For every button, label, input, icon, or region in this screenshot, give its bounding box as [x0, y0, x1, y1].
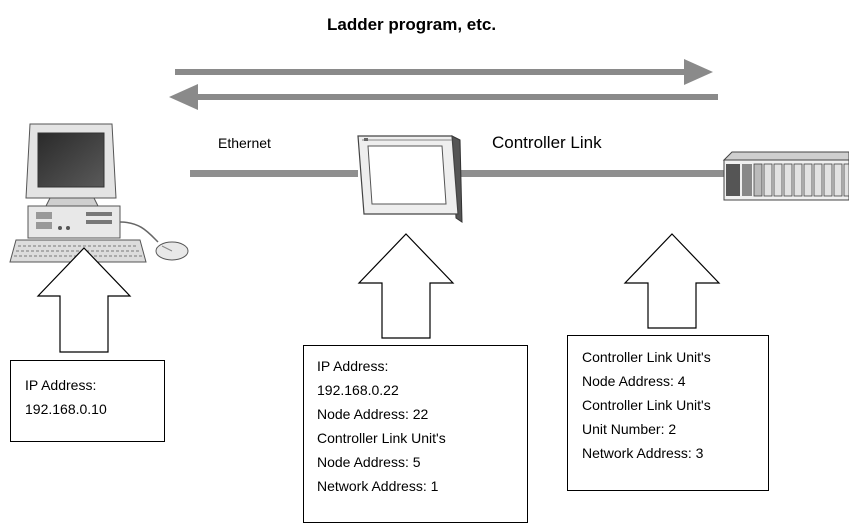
programmable-terminal-icon: [357, 135, 463, 223]
transfer-arrow-right: [175, 59, 713, 85]
pc-up-arrow: [36, 247, 132, 353]
diagram-title: Ladder program, etc.: [327, 15, 497, 34]
pt-address-line: Node Address: 22: [317, 406, 429, 422]
pc-address-line: 192.168.0.10: [25, 401, 107, 417]
plc-rack-icon: [722, 151, 849, 201]
plc-address-line: Controller Link Unit's: [582, 397, 711, 413]
pt-address-line: Controller Link Unit's: [317, 430, 446, 446]
controller-link-line: [455, 170, 735, 177]
pt-address-line: 192.168.0.22: [317, 382, 399, 398]
personal-computer-icon: [9, 123, 189, 263]
pc-address-line: IP Address:: [25, 377, 97, 393]
transfer-arrow-left: [169, 84, 718, 110]
pt-address-line: Node Address: 5: [317, 454, 421, 470]
ethernet-label: Ethernet: [218, 135, 271, 151]
pt-address-line: IP Address:: [317, 358, 389, 374]
plc-up-arrow: [623, 233, 721, 329]
ethernet-line: [190, 170, 358, 177]
pt-address-box: IP Address: 192.168.0.22 Node Address: 2…: [303, 345, 528, 523]
plc-address-line: Node Address: 4: [582, 373, 686, 389]
plc-address-box: Controller Link Unit's Node Address: 4 C…: [567, 335, 769, 491]
plc-address-line: Network Address: 3: [582, 445, 704, 461]
plc-address-line: Unit Number: 2: [582, 421, 677, 437]
controller-link-label: Controller Link: [492, 133, 602, 152]
plc-address-line: Controller Link Unit's: [582, 349, 711, 365]
pt-up-arrow: [357, 233, 455, 339]
pc-address-box: IP Address: 192.168.0.10: [10, 360, 165, 442]
pt-address-line: Network Address: 1: [317, 478, 439, 494]
